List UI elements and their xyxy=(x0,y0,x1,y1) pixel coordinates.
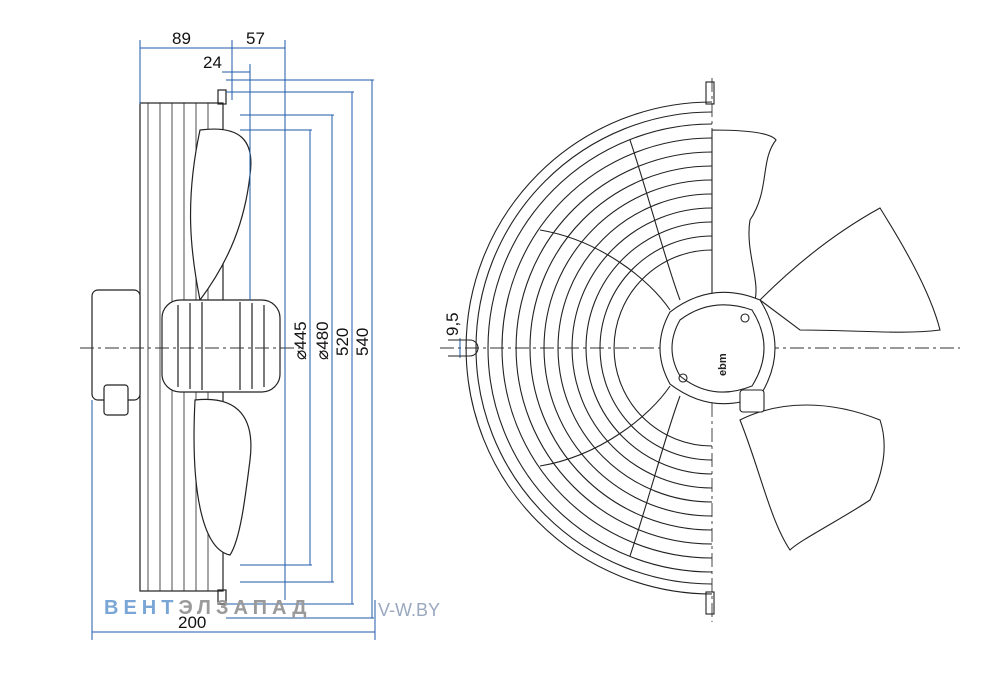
front-blade-right xyxy=(759,207,941,333)
side-view xyxy=(91,89,281,605)
top-mount-tab xyxy=(217,89,227,105)
watermark-url: V-W.BY xyxy=(378,600,441,620)
screw-bottom xyxy=(678,373,688,383)
watermark-part1: ВЕНТ xyxy=(104,597,179,619)
dim-9-5: 9,5 xyxy=(443,312,462,336)
terminal-box xyxy=(91,289,141,401)
dim-200: 200 xyxy=(178,613,206,632)
motor-label: ebm xyxy=(717,353,729,376)
cable-gland xyxy=(103,384,129,416)
front-blade-top xyxy=(711,129,777,301)
watermark-logo: ВЕНТЭЛЗАПАД xyxy=(104,597,311,620)
watermark-part2: ЭЛЗАПАД xyxy=(178,597,312,619)
dim-89: 89 xyxy=(172,29,191,48)
dimension-lines xyxy=(91,40,461,640)
dim-57: 57 xyxy=(246,29,265,48)
front-motor-plate xyxy=(659,291,776,405)
side-slot xyxy=(448,339,479,357)
front-bottom-tab xyxy=(705,591,715,615)
front-blade-bottom xyxy=(739,404,885,551)
front-top-tab xyxy=(705,81,715,105)
guard-ring-outer xyxy=(465,101,713,595)
front-cable-gland xyxy=(739,389,765,413)
dim-445: ⌀445 xyxy=(291,321,310,360)
blade-upper xyxy=(189,128,252,302)
dim-480: ⌀480 xyxy=(313,321,332,360)
motor-hub xyxy=(161,299,281,393)
front-view xyxy=(448,81,941,615)
screw-top xyxy=(740,313,750,323)
blade-lower xyxy=(193,398,252,556)
dim-540: 540 xyxy=(353,328,372,356)
dim-520: 520 xyxy=(333,328,352,356)
dim-24: 24 xyxy=(203,53,222,72)
bottom-mount-tab xyxy=(217,589,227,605)
